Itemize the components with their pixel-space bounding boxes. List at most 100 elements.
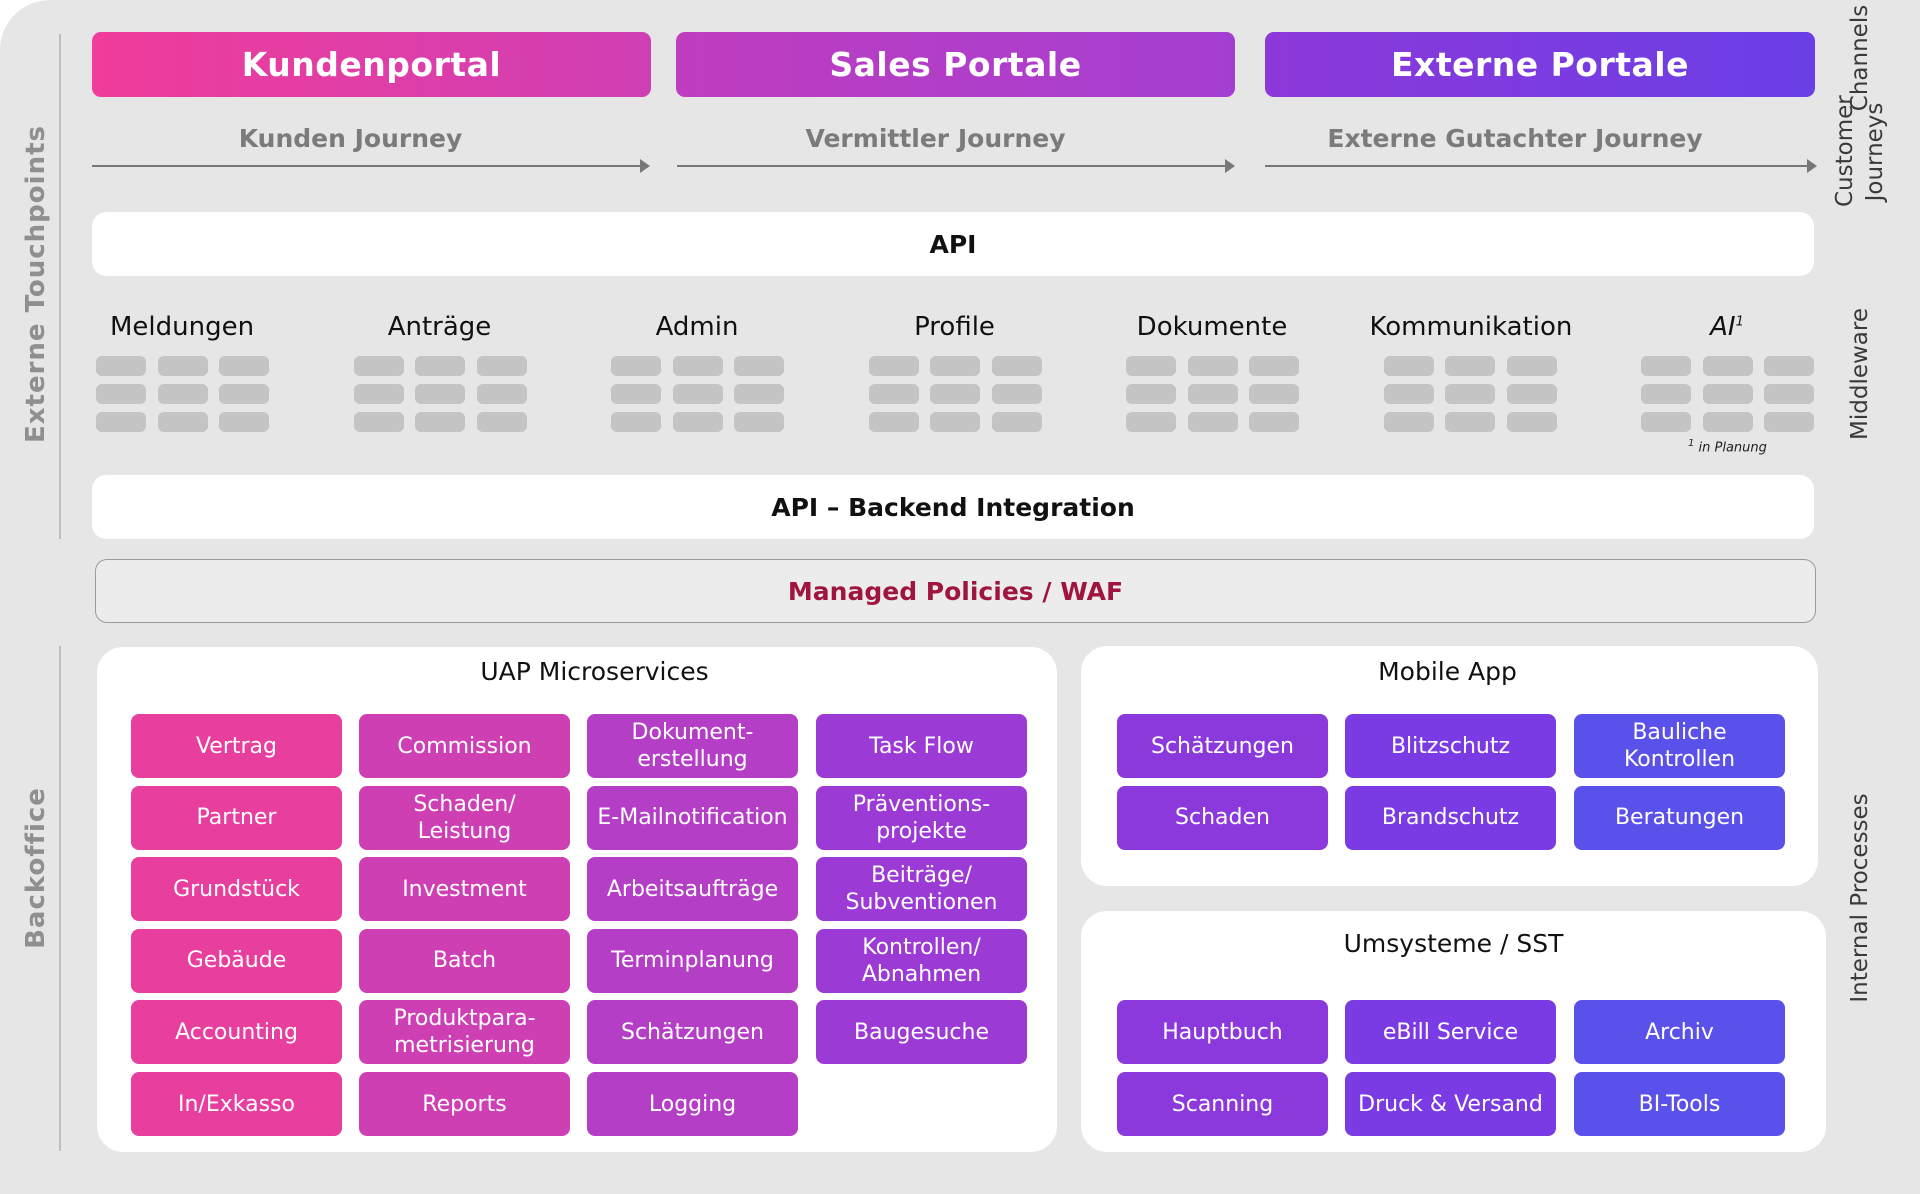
middleware-module-label: Admin xyxy=(597,312,797,342)
uap-service-box[interactable]: Partner xyxy=(131,785,342,850)
backend-label: API – Backend Integration xyxy=(771,492,1135,522)
middleware-module-label: Profile xyxy=(855,312,1055,342)
middleware-item-placeholder xyxy=(868,412,919,432)
uap-service-box[interactable]: Commission xyxy=(359,714,570,778)
journey-arrow xyxy=(677,159,1235,173)
middleware-item-placeholder xyxy=(734,384,784,404)
middleware-item-placeholder xyxy=(1445,384,1495,404)
middleware-module-label: AI1 xyxy=(1627,312,1827,342)
middleware-item-placeholder xyxy=(219,384,269,404)
middleware-item-placeholder xyxy=(219,356,269,376)
middleware-item-placeholder xyxy=(1702,384,1753,404)
middleware-item-placeholder xyxy=(868,356,919,376)
middleware-item-placeholder xyxy=(353,412,404,432)
mobile-title: Mobile App xyxy=(1378,657,1517,686)
journey-externe-gutachter: Externe Gutachter Journey xyxy=(1327,124,1703,153)
journey-kunden: Kunden Journey xyxy=(238,124,463,153)
middleware-item-placeholder xyxy=(930,356,980,376)
uap-service-box[interactable]: Baugesuche xyxy=(816,1000,1027,1065)
middleware-item-placeholder xyxy=(1506,412,1557,432)
middleware-item-placeholder xyxy=(1249,412,1299,432)
middleware-item-placeholder xyxy=(96,412,146,432)
umsystem-box[interactable]: eBill Service xyxy=(1345,1000,1556,1064)
middleware-item-placeholder xyxy=(1702,412,1753,432)
middleware-item-placeholder xyxy=(1383,356,1434,376)
channel-label: Sales Portale xyxy=(829,45,1082,84)
mobile-app-box[interactable]: Brandschutz xyxy=(1345,785,1556,850)
channel-sales-portale[interactable]: Sales Portale xyxy=(676,32,1235,97)
middleware-item-placeholder xyxy=(1383,412,1434,432)
middleware-item-placeholder xyxy=(991,356,1042,376)
uap-service-box[interactable]: Produktpara- metrisierung xyxy=(359,1000,570,1065)
middleware-label: Middleware xyxy=(1847,308,1873,440)
uap-service-box[interactable]: Logging xyxy=(587,1072,798,1136)
middleware-item-placeholder xyxy=(476,412,527,432)
uap-service-box[interactable]: Präventions- projekte xyxy=(816,785,1027,850)
middleware-item-placeholder xyxy=(1764,384,1814,404)
journey-arrow xyxy=(1265,159,1817,173)
externe-touchpoints-label: Externe Touchpoints xyxy=(21,125,51,443)
uap-service-box[interactable]: Arbeitsaufträge xyxy=(587,857,798,922)
middleware-item-placeholder xyxy=(672,384,723,404)
middleware-item-placeholder xyxy=(1126,356,1176,376)
middleware-item-placeholder xyxy=(415,356,465,376)
uap-service-box[interactable]: Batch xyxy=(359,928,570,993)
mobile-app-box[interactable]: Schaden xyxy=(1117,785,1328,850)
uap-service-box[interactable]: E-Mailnotification xyxy=(587,785,798,850)
api-bar: API xyxy=(92,212,1814,276)
uap-service-box[interactable]: Reports xyxy=(359,1072,570,1136)
middleware-item-placeholder xyxy=(991,384,1042,404)
uap-service-box[interactable]: Accounting xyxy=(131,1000,342,1065)
module-name: Admin xyxy=(655,312,739,342)
mobile-app-box[interactable]: Beratungen xyxy=(1574,785,1785,850)
journey-arrow xyxy=(92,159,650,173)
middleware-item-placeholder xyxy=(1126,412,1176,432)
middleware-item-placeholder xyxy=(1641,356,1691,376)
uap-service-box[interactable]: Grundstück xyxy=(131,857,342,922)
umsystem-box[interactable]: Archiv xyxy=(1574,1000,1785,1064)
middleware-module-label: Anträge xyxy=(340,312,540,342)
mobile-app-box[interactable]: Schätzungen xyxy=(1117,714,1328,778)
umsystem-box[interactable]: Druck & Versand xyxy=(1345,1072,1556,1136)
uap-service-box[interactable]: Kontrollen/ Abnahmen xyxy=(816,928,1027,993)
umsystem-box[interactable]: BI-Tools xyxy=(1574,1072,1785,1136)
middleware-item-placeholder xyxy=(611,356,661,376)
uap-service-box[interactable]: Schaden/ Leistung xyxy=(359,785,570,850)
middleware-item-placeholder xyxy=(611,412,661,432)
uap-service-box[interactable]: Task Flow xyxy=(816,714,1027,778)
middleware-item-placeholder xyxy=(1187,412,1238,432)
channel-externe-portale[interactable]: Externe Portale xyxy=(1265,32,1815,97)
middleware-item-placeholder xyxy=(1249,356,1299,376)
uap-service-box[interactable]: Dokument- erstellung xyxy=(587,714,798,778)
uap-service-box[interactable]: Terminplanung xyxy=(587,928,798,993)
module-name: Profile xyxy=(914,312,995,342)
module-footnote-mark: 1 xyxy=(1735,314,1744,330)
middleware-item-placeholder xyxy=(1506,356,1557,376)
uap-service-box[interactable]: Vertrag xyxy=(131,714,342,778)
umsystem-box[interactable]: Hauptbuch xyxy=(1117,1000,1328,1064)
uap-service-box[interactable]: Investment xyxy=(359,857,570,922)
umsystem-box[interactable]: Scanning xyxy=(1117,1072,1328,1136)
internal-processes-label: Internal Processes xyxy=(1847,793,1873,1003)
middleware-item-placeholder xyxy=(1764,356,1814,376)
middleware-item-placeholder xyxy=(1764,412,1814,432)
middleware-module-label: Dokumente xyxy=(1112,312,1312,342)
middleware-module-label: Meldungen xyxy=(82,312,282,342)
channel-kundenportal[interactable]: Kundenportal xyxy=(92,32,651,97)
module-name: Kommunikation xyxy=(1369,312,1573,342)
middleware-item-placeholder xyxy=(1383,384,1434,404)
mobile-app-box[interactable]: Blitzschutz xyxy=(1345,714,1556,778)
mobile-app-box[interactable]: Bauliche Kontrollen xyxy=(1574,714,1785,778)
uap-service-box[interactable]: Schätzungen xyxy=(587,1000,798,1065)
uap-service-box[interactable]: Beiträge/ Subventionen xyxy=(816,857,1027,922)
middleware-item-placeholder xyxy=(611,384,661,404)
middleware-item-placeholder xyxy=(930,384,980,404)
middleware-item-placeholder xyxy=(1126,384,1176,404)
middleware-item-placeholder xyxy=(734,412,784,432)
middleware-item-placeholder xyxy=(868,384,919,404)
middleware-item-placeholder xyxy=(96,384,146,404)
uap-service-box[interactable]: Gebäude xyxy=(131,928,342,993)
middleware-item-placeholder xyxy=(1702,356,1753,376)
uap-service-box[interactable]: In/Exkasso xyxy=(131,1072,342,1136)
